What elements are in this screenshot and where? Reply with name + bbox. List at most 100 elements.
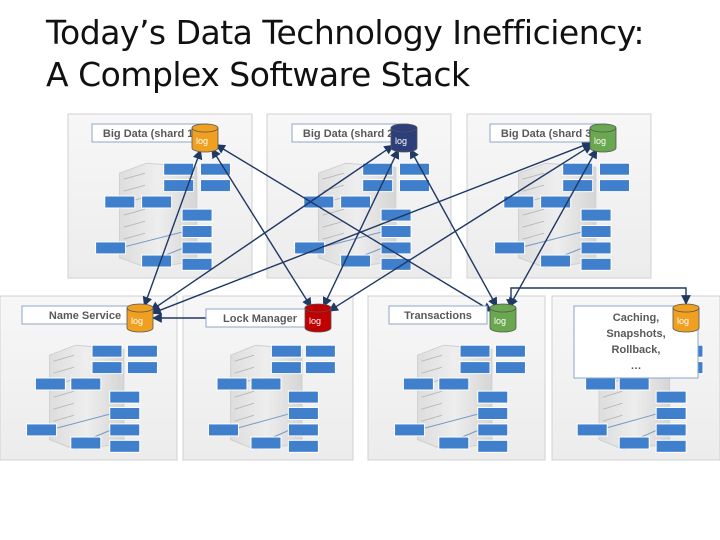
component-box [104, 195, 136, 209]
log-cylinder-top [126, 303, 154, 313]
server-vent [234, 414, 255, 422]
log-cylinder-lock: log [304, 303, 332, 333]
component-box [287, 423, 319, 437]
log-cylinder-top [304, 303, 332, 313]
node-label-line: … [631, 360, 642, 372]
node-overlay-shard1: Big Data (shard 1)log [91, 123, 219, 153]
node-label: Big Data (shard 3) [501, 128, 595, 140]
server-vent [123, 220, 146, 228]
component-box [655, 439, 687, 453]
component-box [199, 162, 231, 176]
component-box [126, 344, 158, 358]
component-box [70, 377, 102, 391]
component-box [477, 439, 509, 453]
component-box [26, 423, 58, 437]
node-lock [182, 295, 354, 461]
component-box [655, 423, 687, 437]
log-cylinder-top [191, 123, 219, 133]
log-cylinder-body [390, 127, 418, 153]
server-vent [421, 414, 443, 422]
node-label-line: Snapshots, [606, 328, 665, 340]
component-box [585, 377, 617, 391]
server-vent [53, 402, 75, 410]
title-line-1: Today’s Data Technology Inefficiency: [46, 13, 645, 52]
log-cylinder-shard3: log [589, 123, 617, 153]
log-label: log [309, 316, 321, 326]
connection-arrows [142, 141, 691, 323]
component-box [580, 241, 612, 255]
component-box [598, 162, 630, 176]
node-overlay-lock: Lock Manager log [205, 303, 332, 333]
log-cylinder-body [589, 127, 617, 153]
node-label: Transactions [404, 310, 472, 322]
log-cylinder-body [489, 307, 517, 333]
component-box [287, 407, 319, 421]
component-box [477, 407, 509, 421]
component-box [109, 439, 141, 453]
component-box [109, 390, 141, 404]
log-label: log [196, 136, 208, 146]
component-box [181, 257, 213, 271]
component-box [494, 361, 526, 375]
component-box [270, 361, 302, 375]
log-label: log [131, 316, 143, 326]
server-vent [53, 390, 75, 398]
component-box [95, 241, 127, 255]
node-overlay-shard2: Big Data (shard 2)log [291, 123, 418, 153]
arrow-tx-cache [506, 287, 691, 309]
component-box [181, 208, 213, 222]
component-box [459, 361, 491, 375]
node-label: Lock Manager [223, 313, 298, 325]
component-box [362, 179, 394, 193]
node-overlay-shard3: Big Data (shard 3)log [489, 123, 617, 153]
component-box [91, 361, 123, 375]
component-box [459, 344, 491, 358]
log-cylinder-body [304, 307, 332, 333]
component-box [126, 361, 158, 375]
component-box [618, 436, 650, 450]
component-box [163, 162, 195, 176]
component-box [250, 377, 282, 391]
component-box [216, 377, 248, 391]
component-box [398, 162, 430, 176]
component-box [380, 208, 412, 222]
component-box [580, 257, 612, 271]
component-box [494, 344, 526, 358]
component-box [402, 377, 434, 391]
component-box [287, 390, 319, 404]
server-vent [602, 390, 623, 398]
log-cylinder-body [672, 307, 700, 333]
server-vent [602, 402, 623, 410]
node-label-line: Caching, [613, 312, 659, 324]
component-box [181, 225, 213, 239]
component-box [576, 423, 608, 437]
component-box [109, 423, 141, 437]
server-vent [53, 366, 75, 374]
component-box [270, 344, 302, 358]
log-label: log [594, 136, 606, 146]
log-cylinder-top [390, 123, 418, 133]
server-vent [234, 390, 255, 398]
component-box [287, 439, 319, 453]
component-box [580, 208, 612, 222]
component-box [477, 423, 509, 437]
server-vent [123, 208, 146, 216]
server-vent [123, 184, 146, 192]
server-vent [53, 414, 75, 422]
log-label: log [395, 136, 407, 146]
server-vent [421, 402, 443, 410]
component-box [540, 254, 572, 268]
component-box [70, 436, 102, 450]
component-box [394, 423, 426, 437]
server-vent [421, 390, 443, 398]
arrow-shard3-tx [508, 148, 598, 308]
component-box [34, 377, 66, 391]
log-cylinder-name: log [126, 303, 154, 333]
node-overlay-name: Name Service log [21, 303, 154, 333]
log-cylinder-body [191, 127, 219, 153]
node-label: Name Service [49, 310, 121, 322]
component-box [181, 241, 213, 255]
component-box [438, 436, 470, 450]
